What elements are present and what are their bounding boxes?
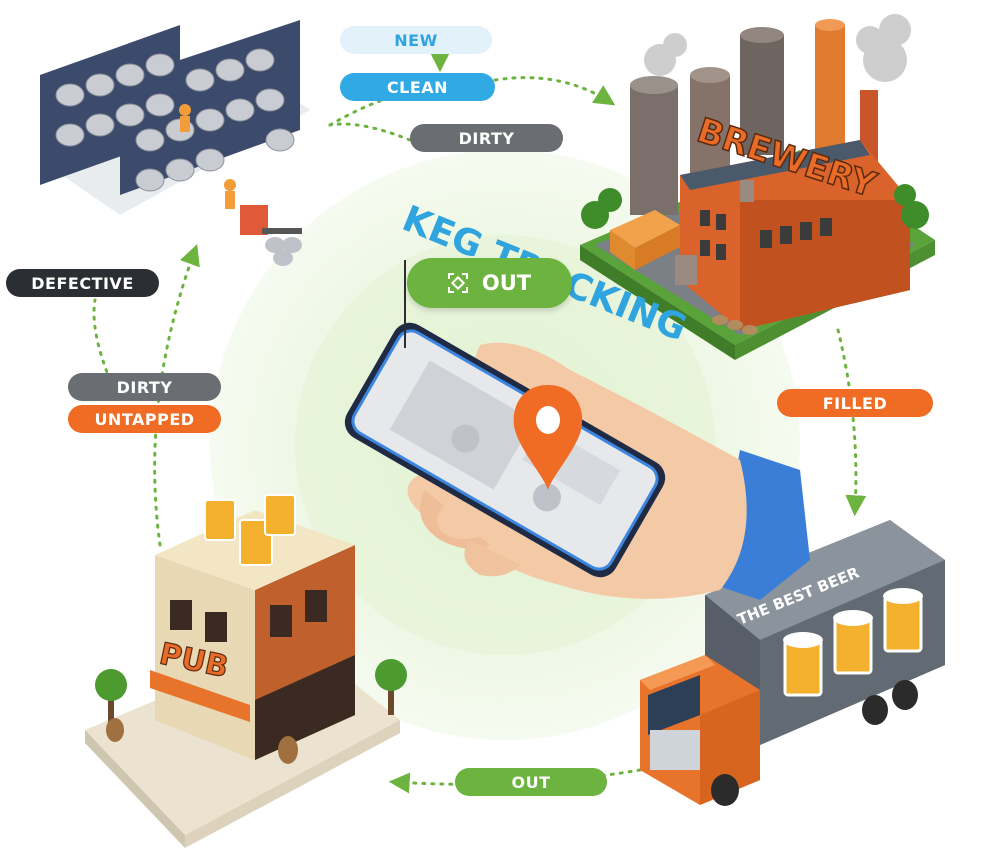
keg-warehouse-icon <box>40 20 310 266</box>
arrow-truck-to-pub <box>388 768 642 794</box>
tracking-status-badge: OUT <box>407 258 572 308</box>
status-pill-new: NEW <box>340 26 492 54</box>
status-pill-clean: CLEAN <box>340 73 495 101</box>
hand-phone-illustration <box>344 260 810 600</box>
beer-mug-icons <box>783 588 923 697</box>
status-pill-dirty-left: DIRTY <box>68 373 221 401</box>
scan-icon <box>447 273 468 293</box>
arrow-clean-to-brewery <box>493 76 616 106</box>
status-pill-dirty-top: DIRTY <box>410 124 563 152</box>
status-pill-out: OUT <box>455 768 607 796</box>
pub-building-icon: PUB <box>85 494 407 848</box>
arrow-dirty-top <box>328 122 412 142</box>
brewery-factory-icon: BREWERY <box>580 14 935 360</box>
location-pin-icon <box>513 385 583 490</box>
status-pill-untapped: UNTAPPED <box>68 405 221 433</box>
status-pill-defective: DEFECTIVE <box>6 269 159 297</box>
tracking-status-label: OUT <box>481 271 532 295</box>
arrow-defective <box>92 298 112 382</box>
beer-glass-icons <box>204 494 296 566</box>
arrow-brewery-to-truck <box>836 328 867 517</box>
delivery-truck-icon: THE BEST BEER <box>640 520 945 806</box>
pub-sign: PUB <box>156 637 231 686</box>
status-pill-filled: FILLED <box>777 389 933 417</box>
